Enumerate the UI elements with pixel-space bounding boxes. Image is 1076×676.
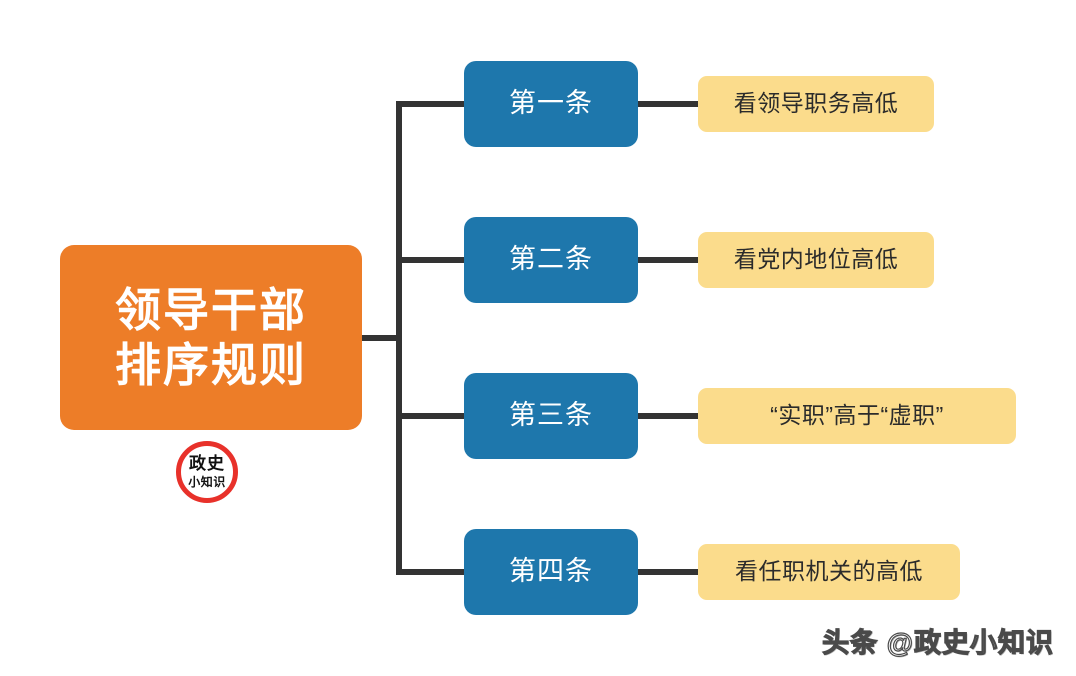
connector-spine-to-branch-4: [396, 569, 466, 575]
connector-spine-to-branch-2: [396, 257, 466, 263]
branch-node-4[interactable]: 第四条: [464, 529, 638, 615]
connector-spine: [396, 101, 402, 575]
connector-branch-to-leaf-2: [638, 257, 698, 263]
branch-node-2[interactable]: 第二条: [464, 217, 638, 303]
branch-node-1[interactable]: 第一条: [464, 61, 638, 147]
connector-spine-to-branch-1: [396, 101, 466, 107]
connector-branch-to-leaf-3: [638, 413, 698, 419]
connector-branch-to-leaf-4: [638, 569, 698, 575]
leaf-node-2[interactable]: 看党内地位高低: [698, 232, 934, 288]
leaf-node-4[interactable]: 看任职机关的高低: [698, 544, 960, 600]
seal-top-text: 政史: [189, 454, 225, 474]
leaf-node-3[interactable]: “实职”高于“虚职”: [698, 388, 1016, 444]
seal-stamp: 政史 小知识: [176, 441, 238, 503]
root-node[interactable]: 领导干部 排序规则: [60, 245, 362, 430]
connector-branch-to-leaf-1: [638, 101, 698, 107]
leaf-node-1[interactable]: 看领导职务高低: [698, 76, 934, 132]
watermark: 头条 @政史小知识: [822, 627, 1054, 658]
connector-spine-to-branch-3: [396, 413, 466, 419]
seal-bottom-text: 小知识: [188, 475, 226, 489]
connector-root-stub: [362, 335, 402, 341]
branch-node-3[interactable]: 第三条: [464, 373, 638, 459]
